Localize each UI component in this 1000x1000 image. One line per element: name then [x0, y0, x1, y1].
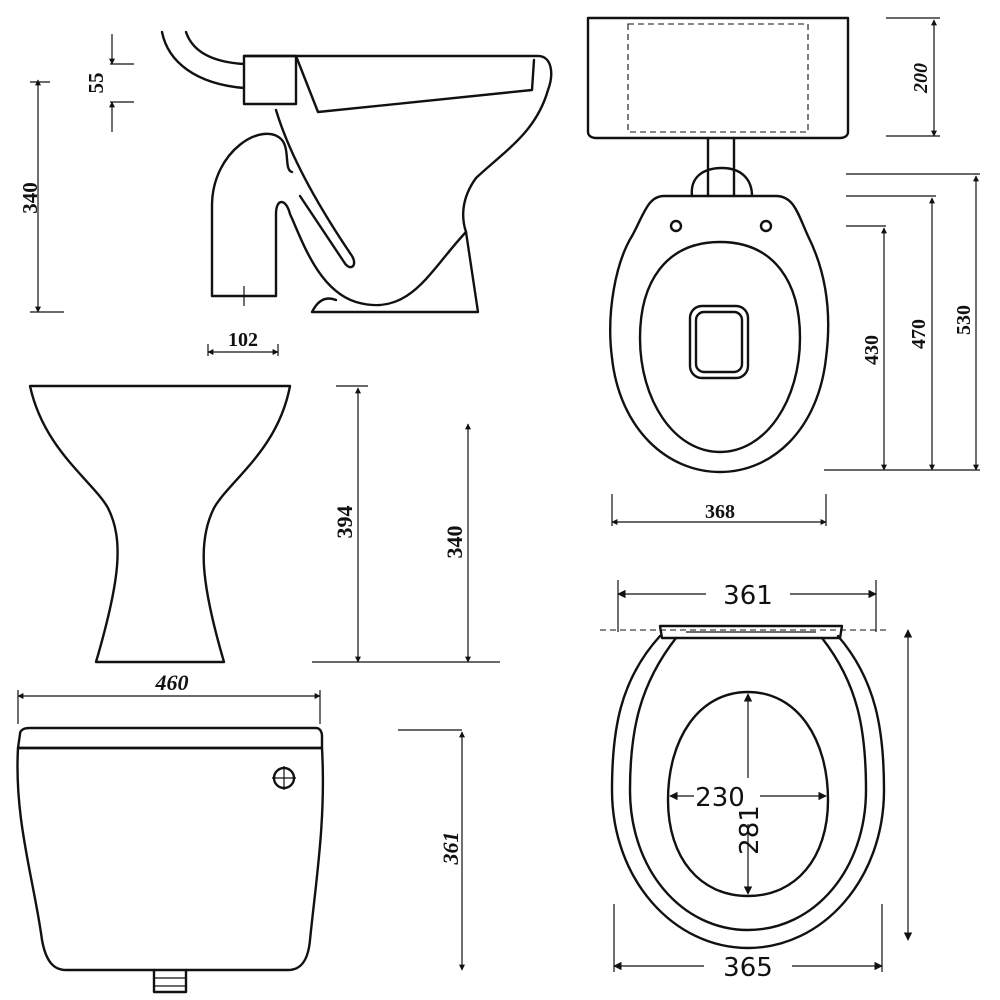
pedestal-outline [310, 230, 480, 314]
dim-cistern-height-plan: 200 [886, 17, 940, 137]
cistern-outlet-nipple [152, 968, 188, 994]
dim-label: 340 [18, 182, 42, 214]
dim-label: 230 [695, 783, 745, 813]
pan-front-view [28, 384, 292, 664]
dim-outlet-diameter: 102 [207, 329, 279, 356]
cistern-hidden-outline [627, 23, 809, 133]
cistern-plan-outline [586, 16, 850, 140]
cistern-lid-outline [16, 726, 324, 750]
dim-label: 102 [228, 329, 258, 351]
trap-outline [210, 132, 294, 298]
bowl-rim-outline [242, 54, 553, 234]
cistern-body-outline [16, 746, 325, 972]
dim-seat-bottom-width: 365 [613, 904, 883, 983]
pan-side-view [160, 30, 553, 314]
dim-outlet-offset: 55 [84, 34, 134, 132]
pan-front-outline [28, 384, 292, 664]
hinge-bolt-icon [759, 219, 773, 233]
dim-label: 281 [735, 805, 765, 855]
dim-label: 200 [910, 63, 932, 94]
dim-pan-plan-lengths: 430 470 530 [824, 173, 980, 471]
dim-front-pan-height: 340 [442, 423, 471, 663]
dim-seat-top-width: 361 [617, 580, 877, 632]
seat-outer-outline [610, 634, 886, 950]
dim-label: 361 [723, 581, 773, 611]
dim-label: 394 [332, 506, 357, 539]
drain-outline [688, 304, 750, 380]
pan-bowl-opening [638, 240, 802, 454]
dim-pan-height: 340 [18, 79, 64, 313]
inlet-block-outline [242, 54, 298, 106]
bowl-inner-outline [294, 54, 536, 114]
dim-cistern-height: 361 [398, 729, 465, 971]
dim-label: 368 [705, 501, 735, 523]
dim-label: 460 [155, 670, 189, 695]
dim-label: 361 [438, 832, 463, 866]
dim-label: 470 [908, 319, 930, 349]
flush-pipe-plan [706, 136, 736, 198]
dim-front-height: 394 [312, 385, 500, 663]
dim-cistern-width: 460 [17, 670, 321, 724]
dim-label: 430 [861, 335, 883, 365]
pan-plan-view [586, 16, 850, 474]
trap-inner-outline [274, 200, 468, 307]
dim-seat-opening: 230 281 [669, 693, 827, 895]
dim-label: 55 [84, 73, 108, 94]
seat-plan-view [600, 624, 890, 950]
dim-label: 340 [442, 526, 467, 559]
dim-pan-width: 368 [611, 494, 827, 526]
dim-label: 365 [723, 953, 773, 983]
seat-opening-outline [666, 690, 830, 898]
flush-pipe-outline [160, 30, 246, 90]
cistern-front-view [16, 726, 325, 994]
pan-plan-outline [609, 194, 830, 474]
dim-label: 530 [953, 305, 975, 335]
hinge-bolt-icon [669, 219, 683, 233]
drain-inner-outline [694, 310, 744, 374]
outlet-horn-outline [274, 108, 356, 269]
pipe-joint-plan [690, 166, 754, 198]
seat-rim-inner-outline [628, 636, 868, 932]
